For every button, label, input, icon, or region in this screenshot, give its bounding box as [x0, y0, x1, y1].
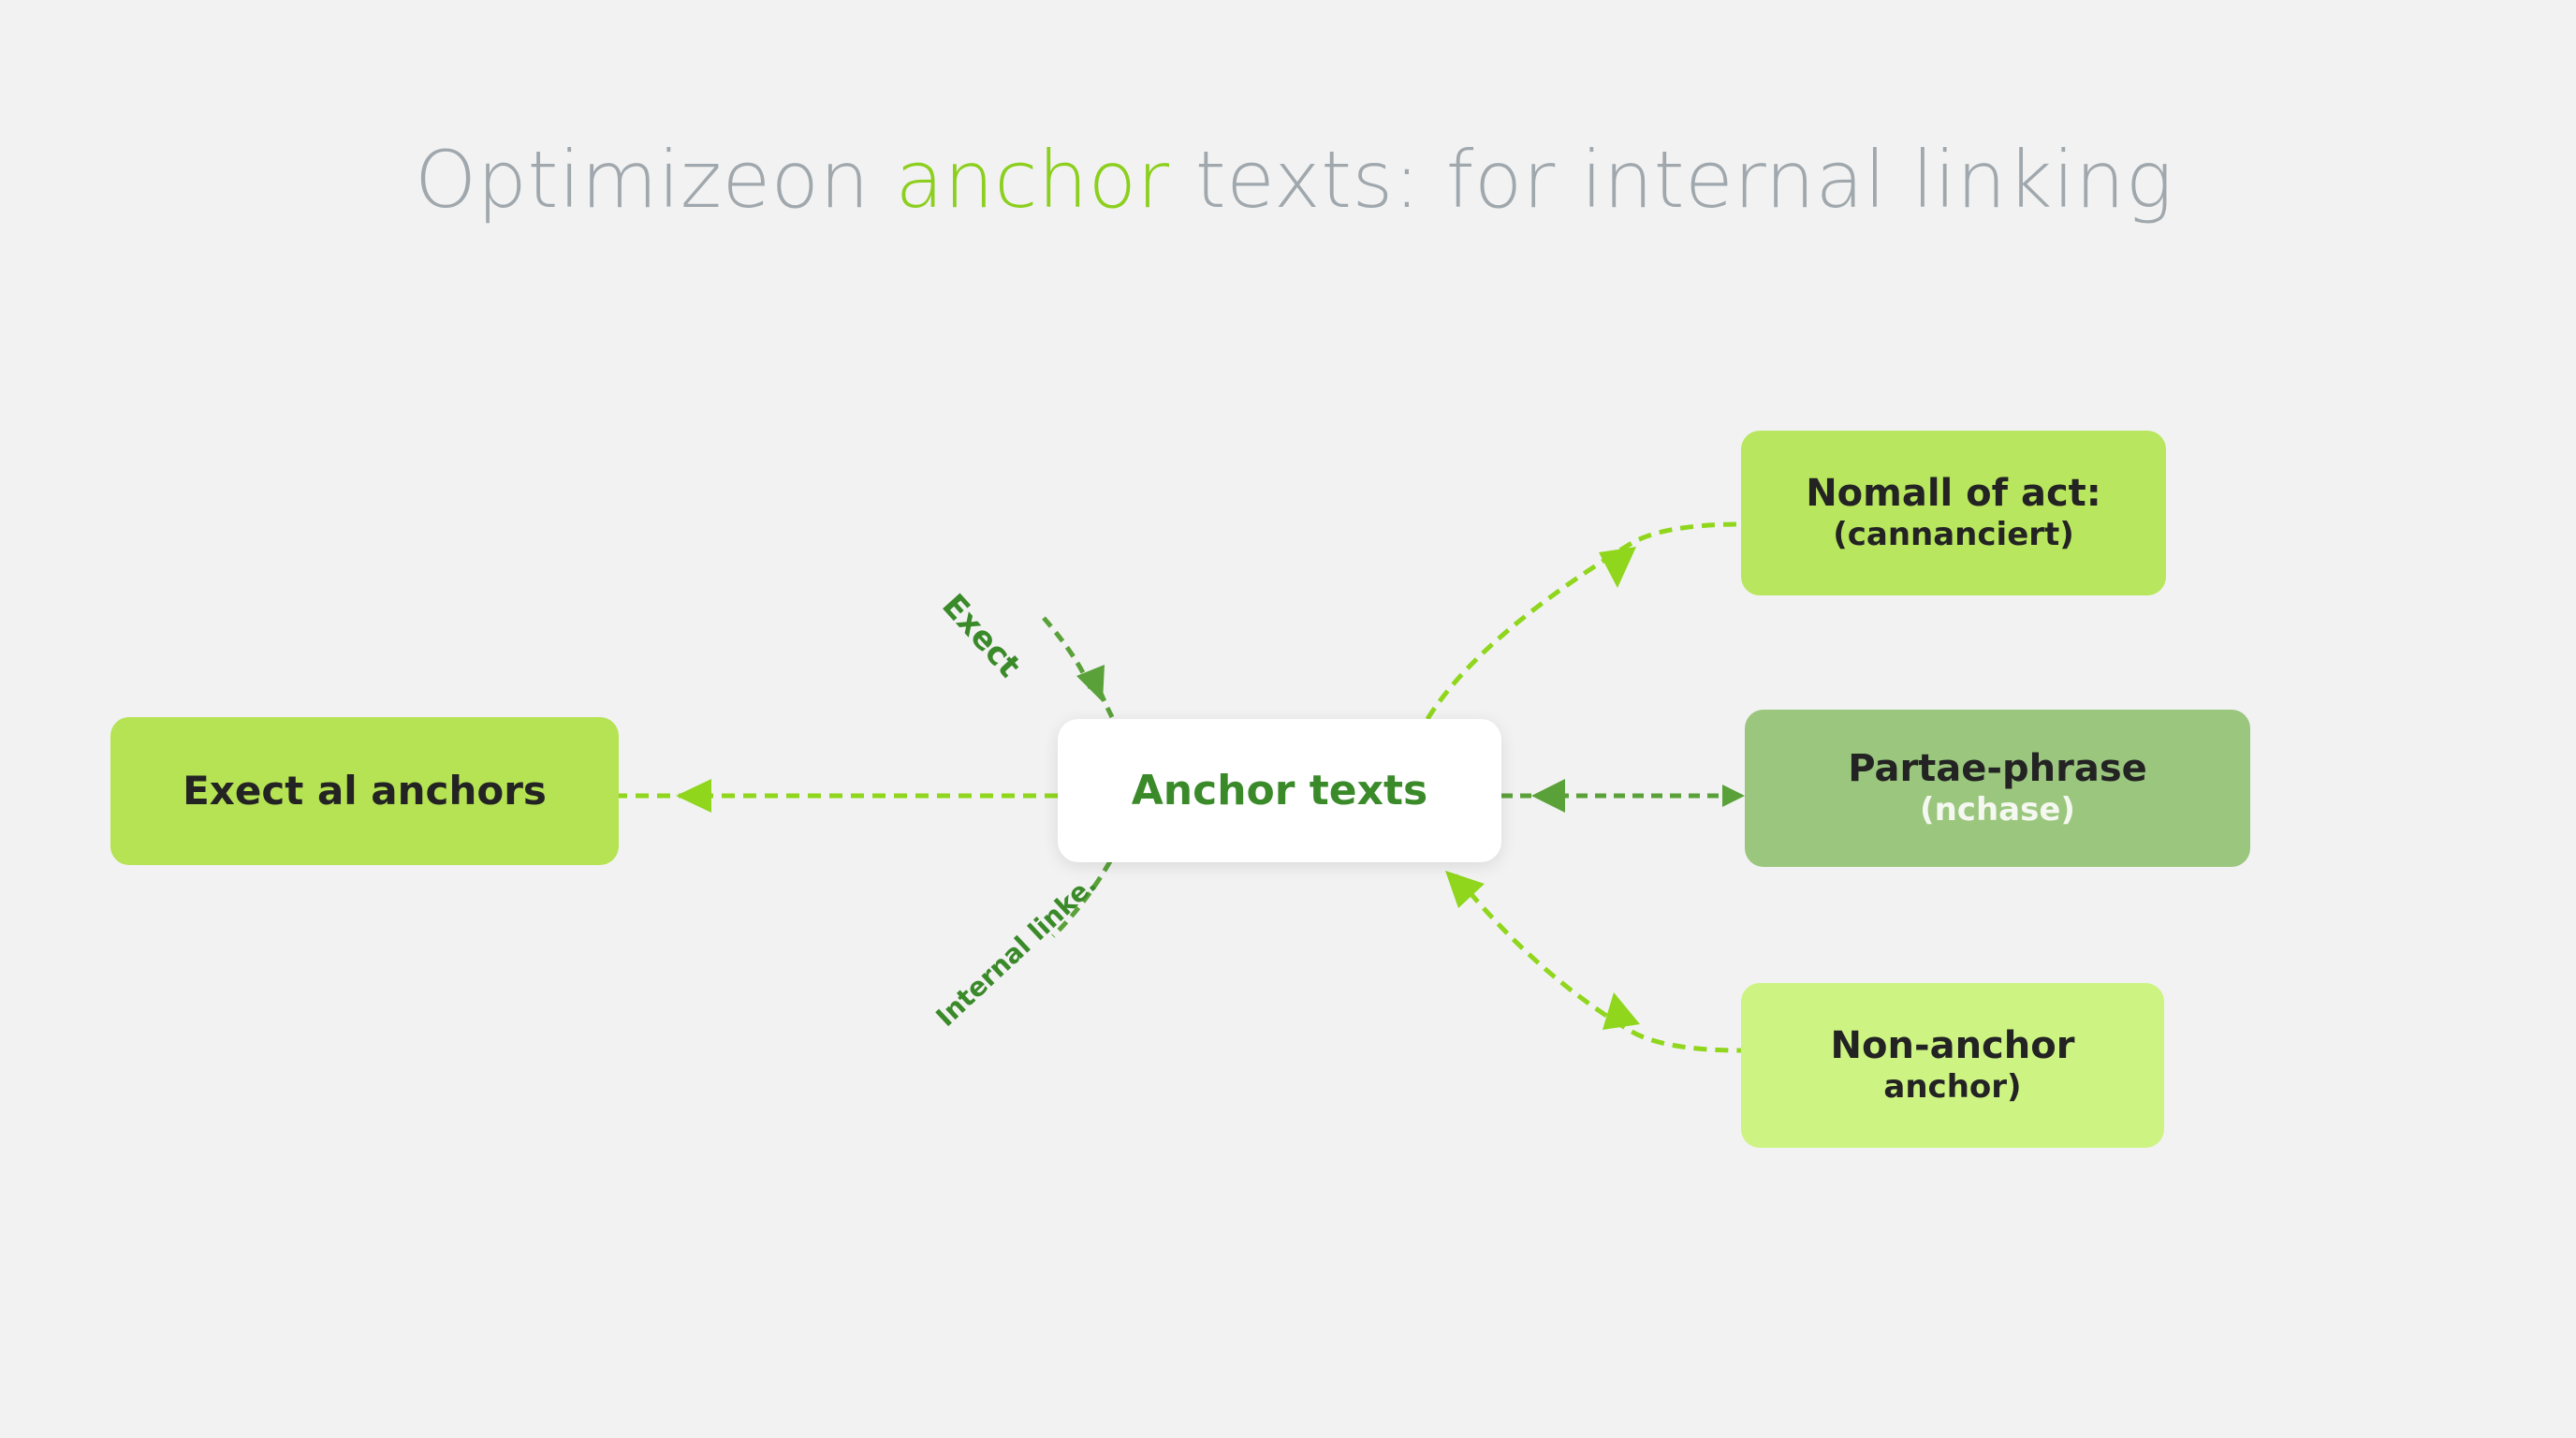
normal-anchor-node: Nomall of act: (cannanciert) — [1741, 431, 2166, 595]
exact-anchors-label: Exect al anchors — [183, 768, 547, 814]
arrowhead-nonanchor-node — [1603, 992, 1640, 1030]
anchor-texts-node: Anchor texts — [1058, 719, 1501, 862]
partial-phrase-title: Partae-phrase — [1848, 747, 2147, 790]
non-anchor-title: Non-anchor — [1830, 1024, 2075, 1067]
connector-internal-link — [1051, 859, 1113, 938]
connector-to-exact-anchors — [619, 779, 1058, 813]
arrowhead-exect — [1076, 665, 1105, 702]
partial-phrase-node: Partae-phrase (nchase) — [1745, 710, 2250, 867]
arrowhead-nonanchor-center — [1445, 871, 1485, 908]
arrowhead-exact-anchors — [676, 779, 711, 813]
title-part-1: Optimizeon — [415, 134, 896, 226]
exact-anchors-node: Exect al anchors — [110, 717, 619, 865]
page-title: Optimizeon anchor texts: for internal li… — [415, 140, 2174, 219]
connector-to-normal — [1425, 521, 1742, 721]
normal-anchor-title: Nomall of act: — [1806, 472, 2101, 515]
normal-anchor-subtitle: (cannanciert) — [1833, 516, 2074, 553]
connector-exect-incoming — [1042, 616, 1115, 719]
anchor-texts-label: Anchor texts — [1131, 766, 1428, 814]
arrowhead-normal — [1599, 547, 1636, 588]
non-anchor-subtitle: anchor) — [1883, 1068, 2022, 1106]
connector-to-nonanchor — [1445, 871, 1742, 1053]
non-anchor-node: Non-anchor anchor) — [1741, 983, 2164, 1148]
title-part-2: texts: for internal linking — [1169, 134, 2174, 226]
arrowhead-partial-center — [1531, 779, 1565, 813]
title-accent-word: anchor — [895, 134, 1170, 226]
arrowhead-partial-node — [1722, 785, 1745, 807]
connector-to-partial — [1501, 779, 1745, 813]
partial-phrase-subtitle: (nchase) — [1920, 791, 2075, 829]
